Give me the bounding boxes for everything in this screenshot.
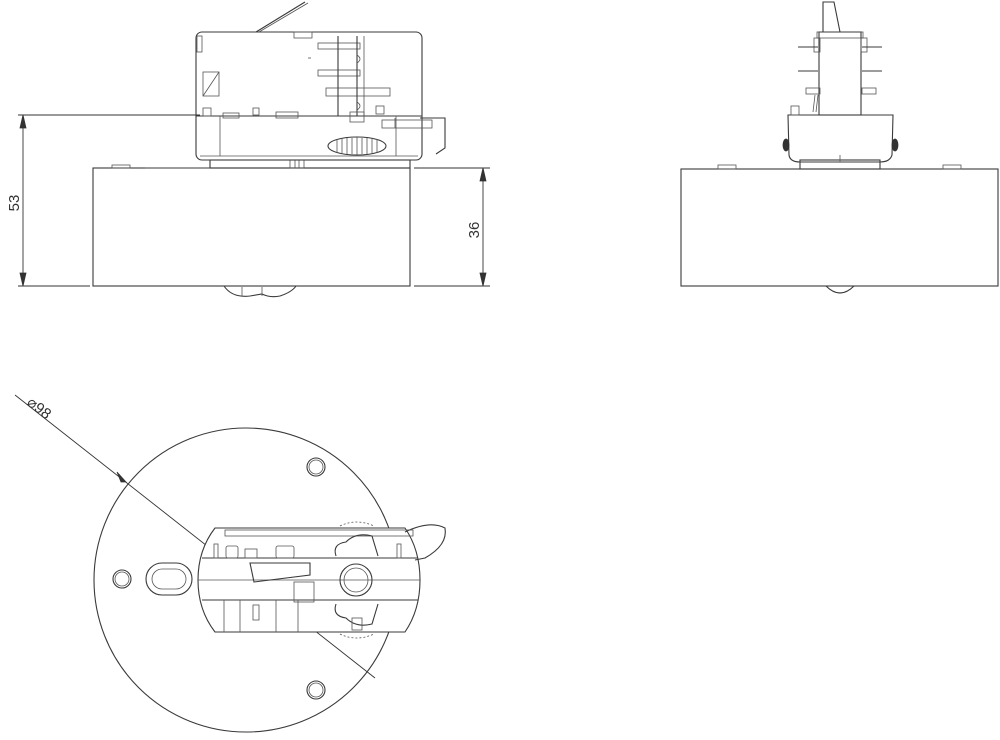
side-body <box>680 168 999 287</box>
dim-diameter-label: ⌀98 <box>24 394 55 423</box>
side-view <box>680 1 999 294</box>
arrow-down-icon <box>19 272 27 287</box>
screw-hole <box>306 457 326 477</box>
dim-36-label: 36 <box>466 222 483 239</box>
screw-hole <box>112 569 132 589</box>
lever <box>255 1 306 33</box>
front-bottom-knob <box>223 285 297 298</box>
front-body <box>92 167 411 287</box>
arrow-down-icon <box>479 272 487 287</box>
arrow-icon <box>116 471 127 483</box>
handle-lobe <box>404 524 446 561</box>
arrow-up-icon <box>479 167 487 182</box>
side-bottom-knob <box>825 285 855 294</box>
wedge <box>249 562 311 583</box>
side-lower-block <box>787 114 894 163</box>
top-view: ⌀98 <box>14 394 446 733</box>
clamp-lobe <box>334 534 379 557</box>
front-top-plate <box>209 159 411 169</box>
screw-hole <box>306 680 326 700</box>
arrow-up-icon <box>19 114 27 129</box>
side-stem <box>818 31 862 116</box>
front-view: 53 36 <box>6 1 490 298</box>
clamp-lobe <box>334 603 379 626</box>
center-knob <box>339 563 373 597</box>
mount-slot <box>145 562 193 596</box>
dim-53-label: 53 <box>6 195 23 212</box>
front-tab-left <box>111 164 131 169</box>
side-lever <box>822 1 841 33</box>
